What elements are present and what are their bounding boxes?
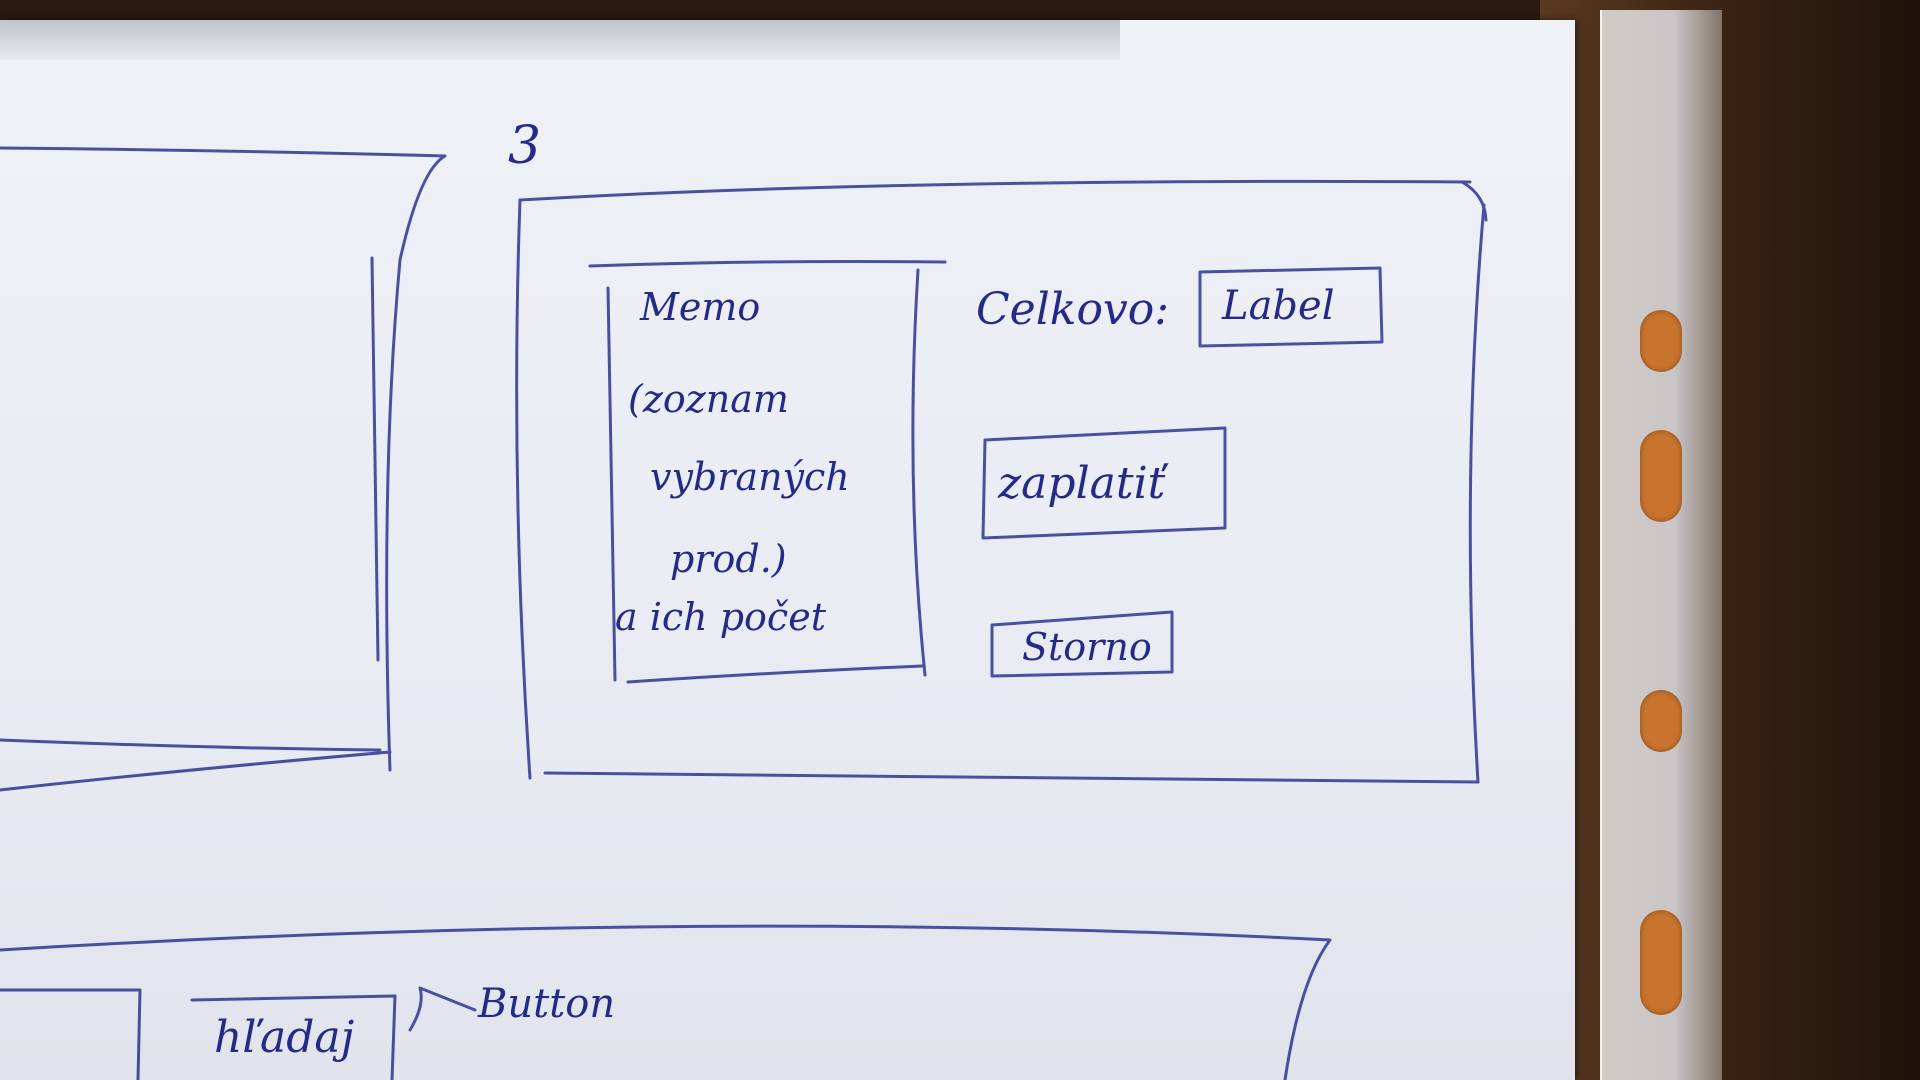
bottom-input-box <box>0 988 142 1080</box>
window-top-edge <box>518 179 1472 202</box>
button-annotation: Button <box>478 981 616 1027</box>
window-right-edge <box>1468 203 1486 784</box>
search-box-outline <box>190 994 397 1080</box>
memo-line: a ich počet <box>615 595 826 639</box>
punch-hole <box>1640 690 1682 752</box>
memo-box-right <box>911 268 927 677</box>
prev-window-inner-line <box>370 256 380 662</box>
memo-box-top <box>588 260 947 268</box>
total-caption: Celkovo: <box>976 284 1170 335</box>
paper-shadow-top <box>0 20 1120 60</box>
annotation-arrow <box>408 986 477 1032</box>
cancel-button[interactable]: Storno <box>1022 625 1152 669</box>
prev-window-bottom-line <box>0 738 382 752</box>
pay-button[interactable]: zaplatiť <box>998 458 1166 509</box>
pay-button-outline <box>981 426 1227 540</box>
prev-window-bottom-edge <box>0 750 392 792</box>
search-button[interactable]: hľadaj <box>214 1012 355 1063</box>
window-left-edge <box>515 198 532 780</box>
page-number: 3 <box>508 116 542 176</box>
memo-line: (zoznam <box>628 377 789 421</box>
paper-sheet <box>0 20 1575 1080</box>
punch-hole <box>1640 910 1682 1015</box>
prev-window-right-edge <box>0 146 447 772</box>
total-label: Label <box>1222 283 1335 329</box>
sheet-protector <box>1600 10 1722 1080</box>
bottom-window-edge <box>0 924 1332 1080</box>
window-corner <box>1460 180 1488 222</box>
memo-line: vybraných <box>650 455 850 499</box>
memo-box-left <box>606 286 617 682</box>
label-box-outline <box>1198 266 1384 348</box>
window-bottom-edge <box>543 771 1480 784</box>
punch-hole <box>1640 310 1682 372</box>
punch-hole <box>1640 430 1682 522</box>
memo-box-bottom <box>626 664 924 684</box>
memo-line: prod.) <box>670 537 787 581</box>
cancel-button-outline <box>990 610 1174 678</box>
memo-line: Memo <box>640 285 761 329</box>
